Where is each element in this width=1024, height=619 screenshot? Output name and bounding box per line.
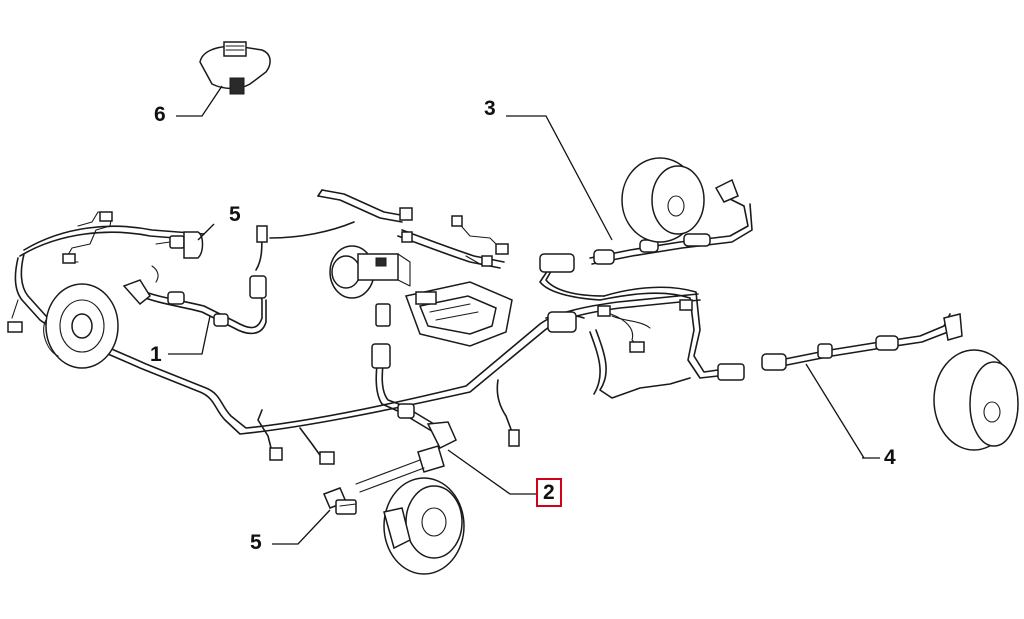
callout-2-highlighted: 2	[536, 478, 562, 507]
rear-right-brake-drum	[621, 157, 705, 243]
main-wiring-harness	[7, 189, 745, 465]
callout-5-top: 5	[229, 203, 241, 226]
callout-5-bottom: 5	[250, 531, 262, 554]
part-6-clip	[199, 41, 271, 95]
callout-3: 3	[484, 97, 496, 120]
part-5-bottom-sensor	[323, 487, 357, 515]
part-1-sensor-lead	[122, 275, 267, 335]
part-5-top-sensor	[151, 231, 204, 283]
callout-4: 4	[884, 446, 896, 469]
front-left-brake-disc	[43, 283, 119, 369]
callout-1: 1	[150, 343, 162, 366]
front-right-brake-disc	[383, 477, 465, 575]
hydraulic-control-unit	[329, 245, 513, 347]
rear-left-brake-drum	[933, 349, 1019, 451]
callout-6: 6	[154, 103, 166, 126]
part-4-sensor-lead	[761, 313, 963, 371]
part-2-sensor-lead	[355, 343, 457, 493]
callout-leaders	[168, 85, 880, 545]
